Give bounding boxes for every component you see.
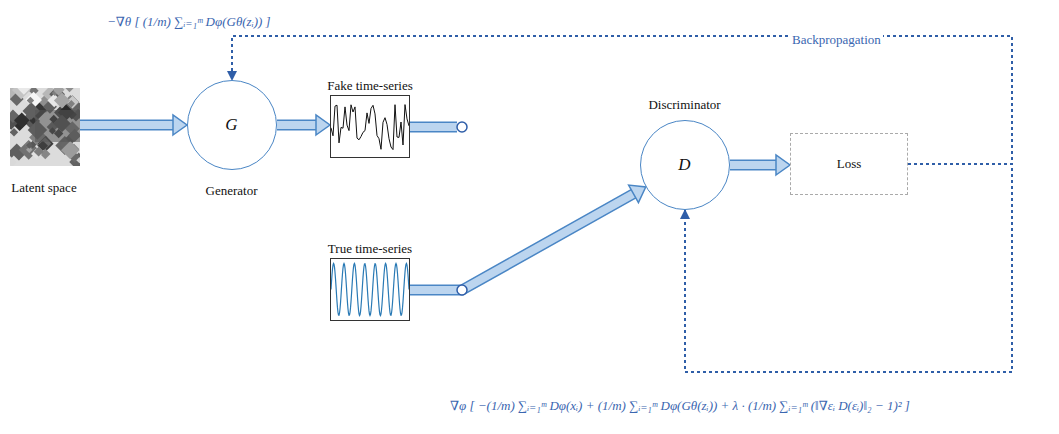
mosaic-tile [68,100,75,107]
fake-series-plot: Fake time-series [330,95,410,158]
mosaic-tile [66,88,74,92]
loss-formula: −∇θ [ (1/m) ∑ᵢ₌₁ᵐ Dφ(Gθ(zᵢ)) ] [105,14,273,30]
true-signal [331,264,409,316]
node-heading: Fake time-series [327,78,413,94]
arrow-fill [410,194,634,290]
mosaic-tile [17,88,30,95]
output-arrow [410,127,457,128]
node-label: G [225,115,237,135]
mosaic-tile [10,157,17,166]
node-label: D [678,155,690,175]
fake-signal [331,105,409,150]
arrow-outline [410,122,457,133]
mosaic-tile [61,141,79,159]
terminal [457,122,467,132]
arrow-head [776,155,790,175]
backprop-connector [685,164,1012,372]
mosaic-tile [34,147,44,157]
arrow-fill [277,121,316,129]
arrow-head [629,185,646,202]
arrow-fill [410,123,457,131]
arrow-outline [730,160,776,171]
mosaic-tile [53,88,65,96]
flow-arrow [410,185,646,290]
mosaic-tile [76,157,80,163]
node-heading: True time-series [328,241,412,257]
arrow-head [316,115,330,135]
mosaic-tile [54,92,70,108]
flow-arrow [730,155,790,175]
arrow-outline [80,120,173,131]
mosaic-tile [14,112,30,128]
arrow-outline [410,194,634,290]
node-heading: Latent space [11,180,76,196]
flow-arrow [277,115,330,135]
latent-band [35,110,80,142]
mosaic-tile [26,142,33,149]
generator-circle: GGenerator [187,80,277,170]
node-heading: Generator [206,183,258,199]
loss-formula: ∇φ [ −(1/m) ∑ᵢ₌₁ᵐ Dφ(xᵢ) + (1/m) ∑ᵢ₌₁ᵐ D… [448,398,912,414]
mosaic-tile [27,97,35,105]
arrow-outline [277,120,316,131]
node-label: Loss [837,156,862,172]
arrow-fill [80,121,173,129]
latent-mosaic [10,88,80,166]
flow-label: Backpropagation [790,32,883,48]
arrow-fill [730,161,776,169]
node-heading: Discriminator [648,97,720,113]
loss-box: Loss [790,133,908,195]
mosaic-tile [12,88,31,99]
mosaic-tile [10,156,22,166]
arrow-head [173,115,187,135]
flow-arrow [80,115,187,135]
discriminator-circle: DiscriminatorD [640,120,730,210]
latent-image: Latent space [10,88,80,166]
true-series-plot: True time-series [330,258,410,321]
terminal [457,285,467,295]
